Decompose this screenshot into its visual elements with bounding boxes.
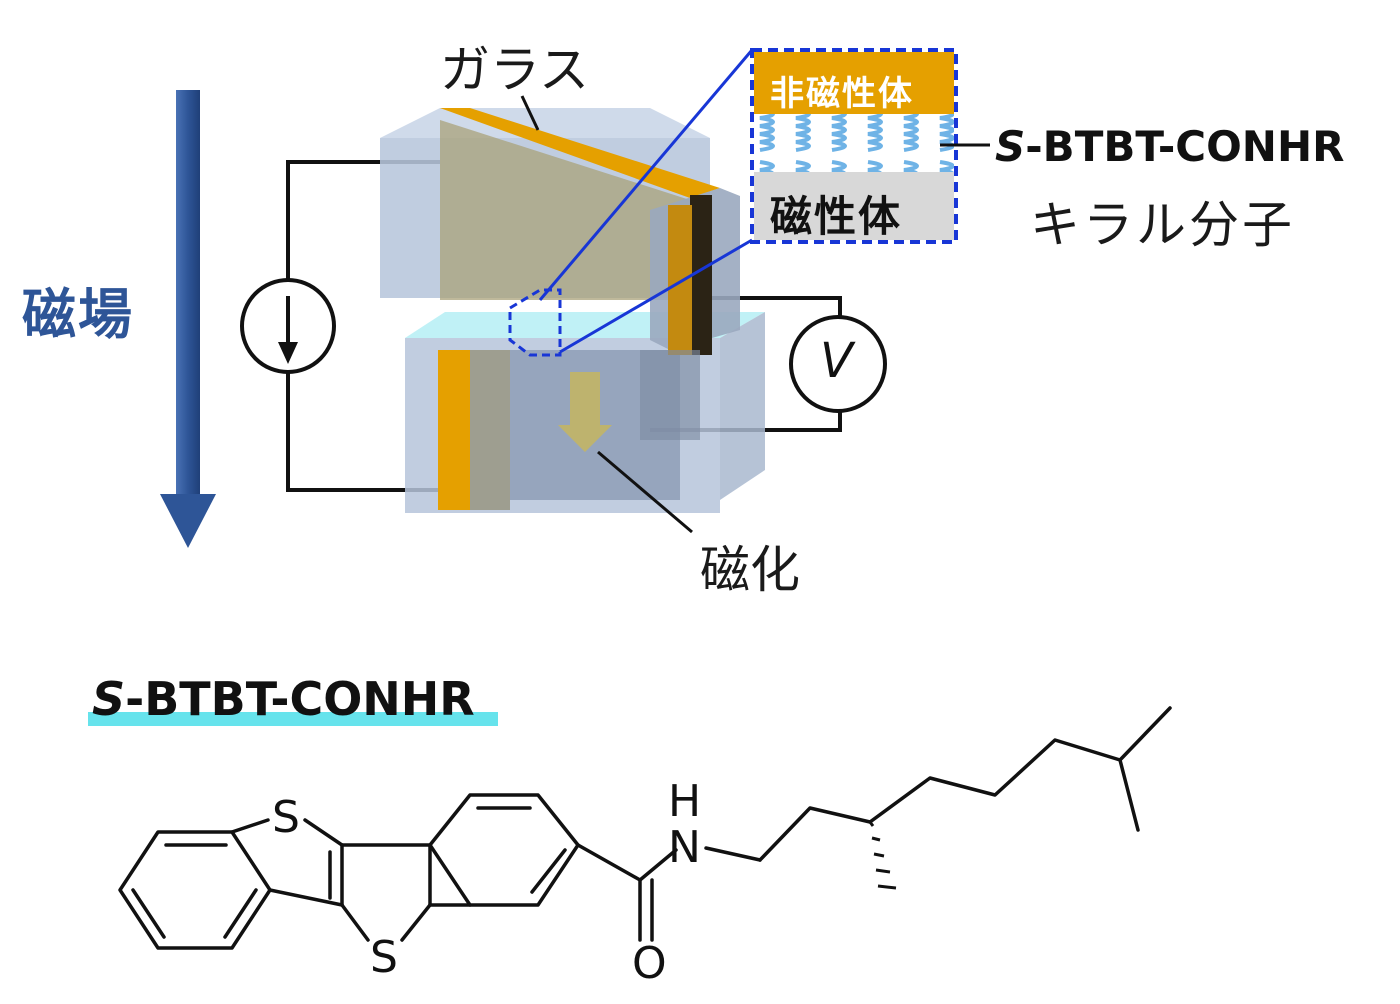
magnetic-layer-label: 磁性体 — [770, 192, 903, 241]
zoom-line-bottom — [559, 238, 753, 354]
junction-dashed-box — [508, 288, 562, 357]
glass-pointer-line — [520, 95, 540, 131]
magnetic-field-arrow — [160, 90, 216, 548]
layer-stack-inset — [750, 48, 958, 244]
molecule-name-highlight — [88, 712, 498, 726]
btbt-molecule-structure — [118, 706, 1172, 950]
stereo-hash-bond — [868, 821, 897, 890]
voltmeter-symbol: V — [820, 333, 853, 389]
atom-sulfur-bottom: S — [370, 932, 398, 983]
current-direction-arrowhead — [278, 342, 298, 364]
magnetization-pointer-line — [597, 450, 693, 534]
molecule-name-prefix: S — [92, 672, 126, 726]
glass-label: ガラス — [440, 41, 589, 99]
atom-hydrogen: H — [668, 776, 702, 827]
magnetic-field-label: 磁場 — [22, 283, 134, 346]
chiral-molecule-name: S-BTBT-CONHR — [995, 122, 1344, 171]
atom-oxygen: O — [632, 938, 667, 989]
chiral-molecule-label: キラル分子 — [1030, 196, 1295, 254]
chiral-name-rest: -BTBT-CONHR — [1025, 122, 1345, 171]
magnetization-label: 磁化 — [700, 541, 800, 599]
non-magnetic-layer-label: 非磁性体 — [770, 74, 914, 114]
atom-sulfur-top: S — [272, 792, 300, 843]
molecule-name: S-BTBT-CONHR — [92, 672, 475, 726]
upper-electrode-bar — [380, 108, 740, 440]
atom-nitrogen: N — [668, 822, 701, 873]
chiral-name-prefix: S — [995, 122, 1026, 171]
zoom-line-top — [538, 49, 754, 301]
molecule-name-rest: -BTBT-CONHR — [125, 672, 475, 726]
